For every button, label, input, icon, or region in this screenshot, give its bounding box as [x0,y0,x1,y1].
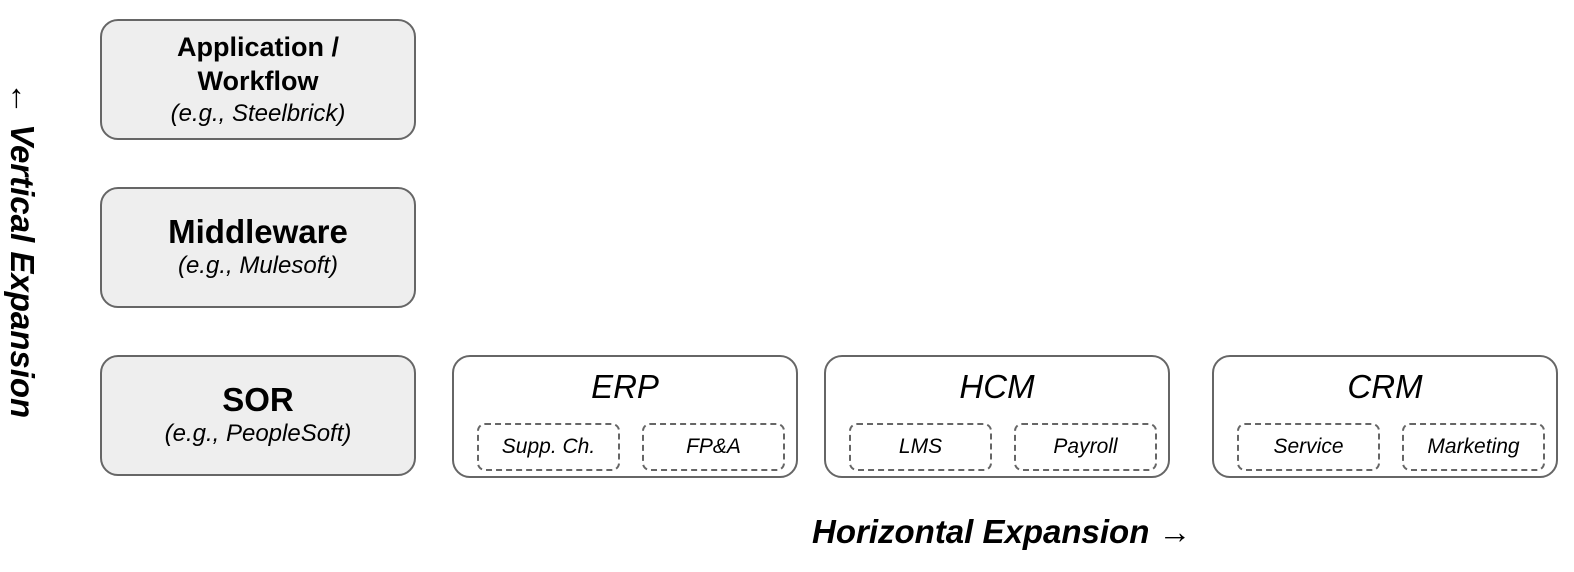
application-layer-title-line2: Workflow [197,65,319,96]
sor-layer-example: (e.g., PeopleSoft) [164,419,352,447]
domain-box-crm: CRM Service Marketing [1212,355,1558,478]
sor-layer-title: SOR [222,380,294,418]
application-layer-example: (e.g., Steelbrick) [170,99,346,127]
middleware-layer-title: Middleware [168,212,348,250]
middleware-layer-box: Middleware (e.g., Mulesoft) [100,187,416,308]
domain-title-hcm: HCM [959,368,1035,405]
sor-layer-box: SOR (e.g., PeopleSoft) [100,355,416,476]
module-box-marketing: Marketing [1402,423,1545,471]
middleware-layer-example: (e.g., Mulesoft) [177,251,339,279]
application-layer-title-line1: Application / [177,31,339,62]
horizontal-expansion-label: Horizontal Expansion → [812,513,1192,550]
domain-title-crm: CRM [1347,368,1423,405]
module-box-fpa: FP&A [642,423,785,471]
module-box-payroll: Payroll [1014,423,1157,471]
domain-box-erp: ERP Supp. Ch. FP&A [452,355,798,478]
vertical-expansion-label: ← Vertical Expansion [4,82,41,419]
domain-box-hcm: HCM LMS Payroll [824,355,1170,478]
module-box-lms: LMS [849,423,992,471]
domain-title-erp: ERP [591,368,659,405]
application-workflow-layer-box: Application / Workflow (e.g., Steelbrick… [100,19,416,140]
module-box-supply-chain: Supp. Ch. [477,423,620,471]
module-box-service: Service [1237,423,1380,471]
